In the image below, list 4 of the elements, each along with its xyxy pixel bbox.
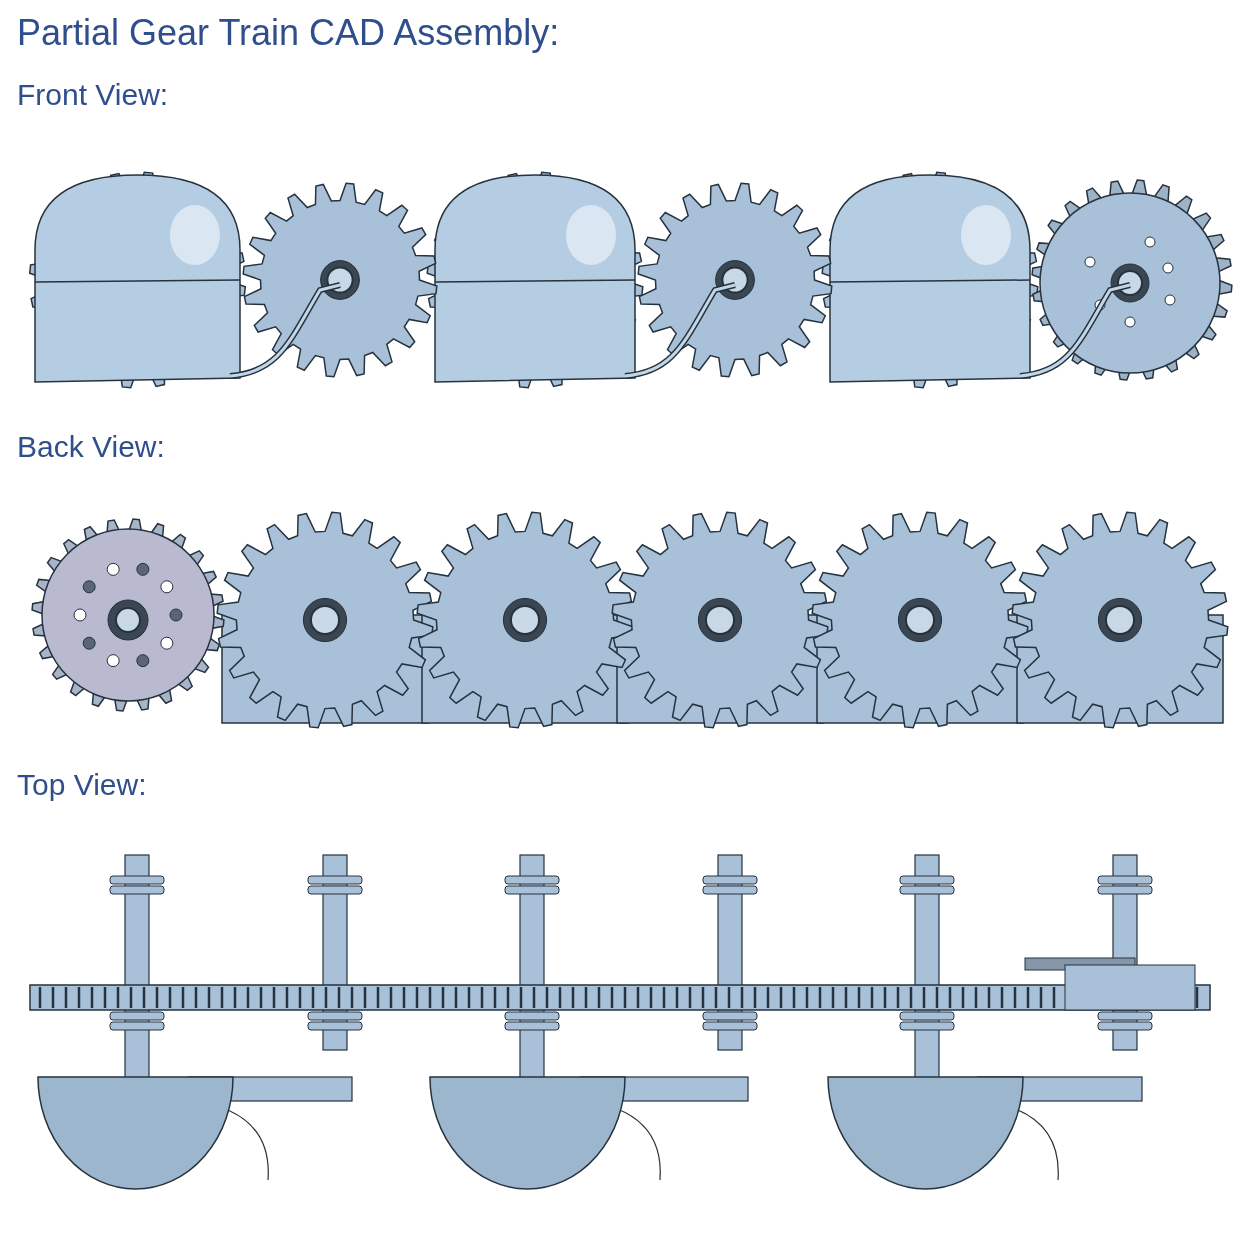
view-heading: Top View:	[17, 768, 147, 802]
page-title: Partial Gear Train CAD Assembly:	[17, 12, 560, 54]
view-heading: Front View:	[17, 78, 169, 112]
view-heading: Back View:	[17, 430, 165, 464]
